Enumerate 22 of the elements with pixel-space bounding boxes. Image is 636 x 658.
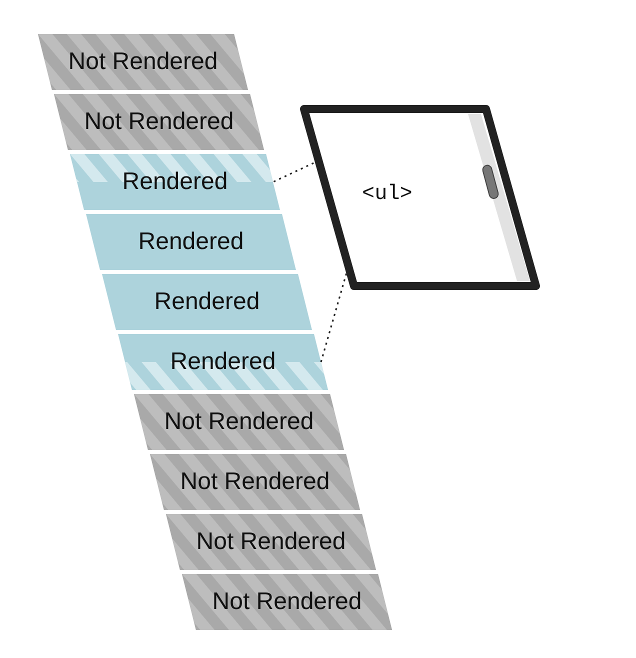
- not-rendered-row: [54, 94, 264, 150]
- not-rendered-row: [182, 574, 392, 630]
- row-label: Not Rendered: [211, 587, 363, 617]
- row-label: Rendered: [153, 287, 261, 317]
- not-rendered-row: [134, 394, 344, 450]
- rendered-row: [118, 334, 328, 390]
- list-tag-label: <ul>: [362, 183, 412, 206]
- row-label: Rendered: [137, 227, 245, 257]
- not-rendered-row: [38, 34, 248, 90]
- row-label: Not Rendered: [163, 407, 315, 437]
- phone-viewport: [300, 105, 540, 290]
- row-label: Rendered: [121, 167, 229, 197]
- rendered-row: [70, 154, 280, 210]
- row-label: Not Rendered: [83, 107, 235, 137]
- row-label: Not Rendered: [179, 467, 331, 497]
- row-label: Not Rendered: [67, 47, 219, 77]
- not-rendered-row: [150, 454, 360, 510]
- rendered-row: [86, 214, 296, 270]
- row-label: Rendered: [169, 347, 277, 377]
- not-rendered-row: [166, 514, 376, 570]
- rendered-row: [102, 274, 312, 330]
- row-label: Not Rendered: [195, 527, 347, 557]
